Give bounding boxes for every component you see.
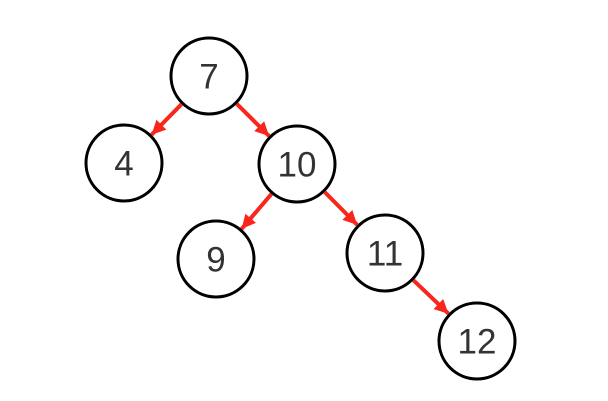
node-label: 11: [367, 235, 403, 274]
tree-node-9: 9: [176, 219, 256, 299]
node-circle: [437, 301, 517, 381]
node-circle: [169, 36, 249, 116]
tree-node-10: 10: [257, 124, 337, 204]
edge-11-12: [412, 278, 450, 316]
tree-node-7: 7: [169, 36, 249, 116]
tree-node-12: 12: [437, 301, 517, 381]
edge-7-10: [235, 102, 271, 138]
node-label: 7: [199, 58, 218, 97]
edge-layer: [150, 102, 450, 316]
node-label: 9: [206, 241, 225, 280]
tree-node-4: 4: [84, 123, 164, 203]
node-circle: [176, 219, 256, 299]
node-label: 10: [278, 146, 317, 185]
node-layer: 7 4 10 9 11 12: [84, 36, 517, 381]
node-label: 12: [458, 323, 497, 362]
edge-10-11: [323, 190, 359, 227]
node-circle: [257, 124, 337, 204]
node-circle: [84, 123, 164, 203]
tree-node-11: 11: [345, 213, 425, 293]
edge-10-9: [240, 192, 273, 231]
node-label: 4: [114, 145, 133, 184]
node-circle: [345, 213, 425, 293]
edge-7-4: [150, 102, 183, 137]
